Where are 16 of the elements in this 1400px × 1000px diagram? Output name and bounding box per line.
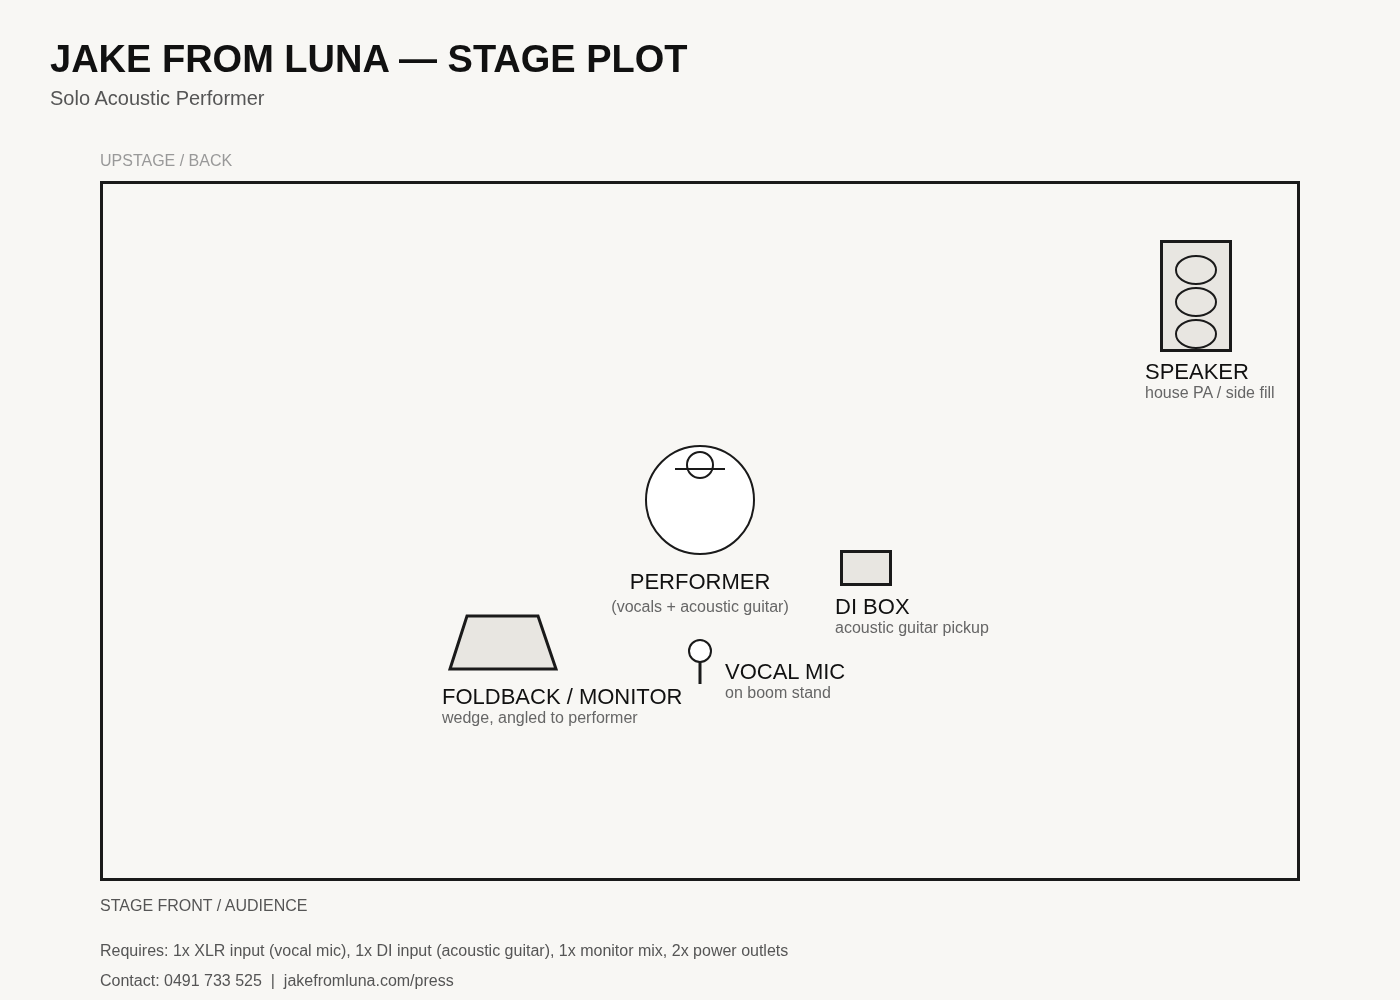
item-note: on boom stand xyxy=(725,685,831,701)
item-note: house PA / side fill xyxy=(1145,385,1275,401)
downstage-label: STAGE FRONT / AUDIENCE xyxy=(100,898,308,914)
item-name: DI BOX xyxy=(835,596,910,618)
page-title: JAKE FROM LUNA — STAGE PLOT xyxy=(50,40,688,78)
item-note: wedge, angled to performer xyxy=(442,710,638,726)
item-note: (vocals + acoustic guitar) xyxy=(610,599,790,615)
upstage-label: UPSTAGE / BACK xyxy=(100,153,233,169)
item-name: VOCAL MIC xyxy=(725,661,846,683)
requirements-note: Requires: 1x XLR input (vocal mic), 1x DI input (acoustic guitar), 1x monitor mix, 2x power outlets xyxy=(100,943,789,959)
item-name: PERFORMER xyxy=(628,571,772,593)
item-note: acoustic guitar pickup xyxy=(835,620,989,636)
item-name: SPEAKER xyxy=(1145,361,1249,383)
item-name: FOLDBACK / MONITOR xyxy=(442,686,683,708)
contact-line: Contact: 0491 733 525 | jakefromluna.com/press xyxy=(100,973,454,989)
subtitle: Solo Acoustic Performer xyxy=(50,88,265,108)
